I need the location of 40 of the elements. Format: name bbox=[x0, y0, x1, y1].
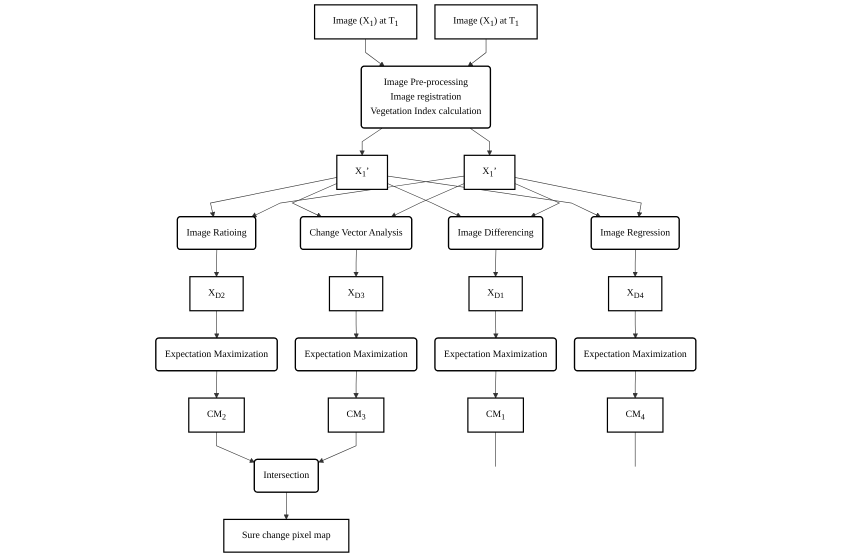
node-box: X$_{D3}$ bbox=[328, 276, 383, 312]
connector bbox=[494, 432, 496, 467]
arrow bbox=[632, 370, 638, 398]
arrow bbox=[214, 370, 219, 398]
arrow bbox=[492, 370, 498, 398]
node-box: X$_{1}$’ bbox=[336, 154, 388, 190]
arrow bbox=[210, 177, 337, 218]
arrow bbox=[514, 177, 642, 218]
arrow bbox=[353, 310, 359, 339]
arrow bbox=[250, 176, 464, 218]
node-box: X$_{1}$’ bbox=[463, 154, 516, 190]
node-box: CM$_{3}$ bbox=[327, 397, 384, 433]
arrow bbox=[353, 370, 358, 398]
arrow bbox=[359, 128, 382, 156]
arrow bbox=[214, 249, 219, 277]
node-box: Image (X$_{1}$) at T$_{1}$ bbox=[314, 4, 418, 40]
arrow bbox=[353, 249, 358, 277]
node-box: X$_{D1}$ bbox=[468, 276, 523, 312]
node-box: Image (X$_{1}$) at T$_{1}$ bbox=[434, 4, 538, 40]
connector bbox=[634, 432, 636, 467]
node-box: CM$_{2}$ bbox=[188, 397, 245, 433]
node-box: CM$_{4}$ bbox=[606, 397, 664, 433]
arrow bbox=[470, 128, 492, 156]
arrow bbox=[632, 310, 638, 339]
arrow bbox=[365, 38, 384, 67]
node-box: X$_{D4}$ bbox=[608, 276, 662, 312]
arrow bbox=[632, 249, 638, 277]
arrow bbox=[291, 183, 337, 218]
arrow bbox=[283, 492, 289, 520]
node-box: Sure change pixel map bbox=[222, 518, 350, 553]
arrow bbox=[492, 310, 498, 339]
node-box: CM$_{1}$ bbox=[466, 397, 524, 433]
arrow bbox=[318, 432, 356, 463]
arrow bbox=[467, 38, 486, 67]
arrow bbox=[492, 249, 498, 277]
arrow bbox=[216, 432, 255, 463]
arrow bbox=[514, 183, 560, 218]
arrow bbox=[386, 176, 601, 218]
node-box: X$_{D2}$ bbox=[188, 276, 244, 312]
arrow bbox=[214, 310, 220, 339]
